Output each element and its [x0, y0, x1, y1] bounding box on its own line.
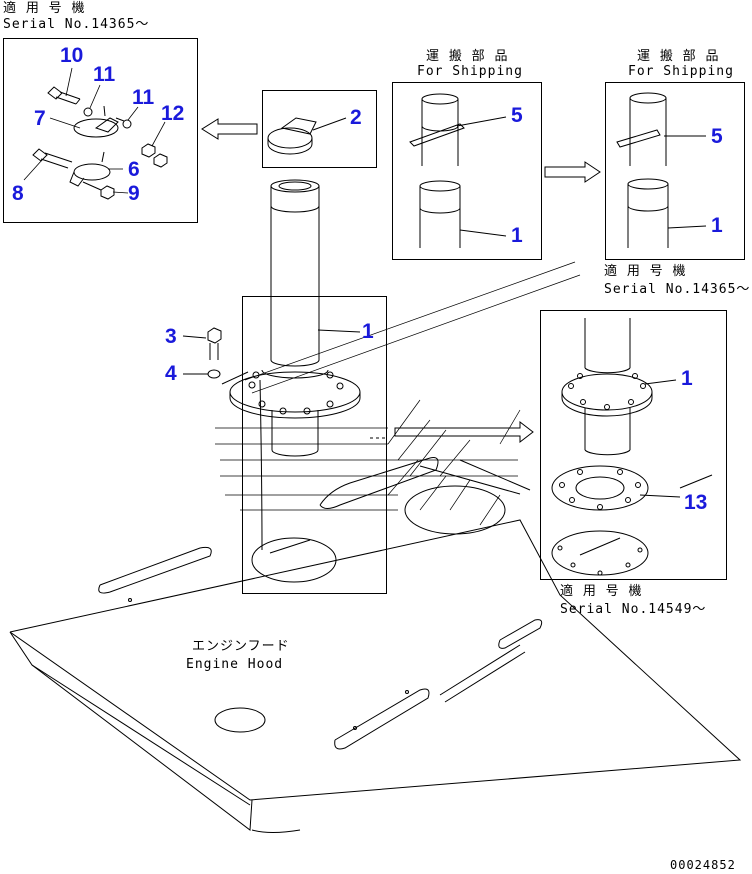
gasket-13: [551, 465, 713, 511]
hood-rails: [251, 379, 531, 583]
hatch-lines: [215, 261, 581, 526]
detail-box-cap-parts: [3, 38, 198, 223]
callout-11-upper: 11: [93, 63, 116, 86]
callout-4: 4: [165, 362, 177, 385]
shipping-pipe-upper-1: [409, 93, 507, 166]
detail-box-gasket: [540, 310, 727, 580]
callout-12: 12: [161, 102, 185, 125]
detail-pipe-flange: [561, 318, 677, 456]
exhaust-pipe-main: [229, 179, 361, 457]
arrow-right: [544, 161, 601, 183]
shipping-label-1: For Shipping: [417, 64, 523, 79]
callout-3: 3: [165, 325, 177, 348]
serial-label-jp-top-left: 適 用 号 機: [3, 1, 86, 16]
band-6: [69, 151, 111, 187]
shipping-pipe-upper-2: [616, 92, 706, 166]
callout-7: 7: [34, 107, 46, 130]
drawing-number: 00024852: [670, 858, 736, 872]
callout-6: 6: [128, 158, 140, 181]
shipping-label-2: For Shipping: [628, 64, 734, 79]
serial-label-bottom: Serial No.14549～: [560, 602, 707, 617]
hood-label-jp: エンジンフード: [192, 639, 290, 654]
cap-plate-7: [73, 105, 119, 138]
callout-1-main: 1: [362, 320, 374, 343]
engine-hood: [9, 519, 742, 833]
hood-label: Engine Hood: [186, 657, 284, 672]
shipping-pipe-lower-1: [419, 180, 507, 248]
callout-10: 10: [60, 44, 84, 67]
shipping-pipe-lower-2: [627, 178, 707, 248]
detail-box-exhaust-pipe: [242, 296, 387, 594]
serial-label-right: Serial No.14365～: [604, 282, 751, 297]
serial-label-jp-bottom: 適 用 号 機: [560, 584, 643, 599]
callout-1-shipping-left: 1: [511, 224, 523, 247]
detail-box-shipping-1: [392, 82, 542, 260]
shipping-label-jp-1: 運 搬 部 品: [426, 49, 509, 64]
callout-1-detail: 1: [681, 367, 693, 390]
nut-12: [141, 143, 168, 168]
detail-box-shipping-2: [605, 82, 745, 260]
callout-13: 13: [684, 491, 708, 514]
callout-5-left: 5: [511, 104, 523, 127]
arrow-to-detail: [370, 420, 534, 444]
nut-9: [82, 181, 115, 200]
washer-4: [183, 369, 249, 385]
arrow-left: [201, 118, 258, 140]
bolt-3: [182, 327, 222, 360]
callout-9: 9: [128, 182, 140, 205]
callout-1-shipping-right: 1: [711, 214, 723, 237]
callout-2: 2: [350, 106, 362, 129]
callout-8: 8: [12, 182, 24, 205]
shipping-label-jp-2: 運 搬 部 品: [637, 49, 720, 64]
serial-label-jp-right: 適 用 号 機: [604, 264, 687, 279]
detail-box-cap: [262, 90, 377, 168]
cap-2: [267, 117, 347, 155]
bolt-10: [47, 86, 81, 105]
washer-11: [83, 107, 93, 117]
washer-11b: [115, 117, 132, 129]
hood-hole-detail: [551, 530, 649, 576]
serial-label-top-left: Serial No.14365～: [3, 17, 150, 32]
bolt-8: [32, 148, 73, 169]
callout-5-right: 5: [711, 125, 723, 148]
callout-11-lower: 11: [132, 86, 155, 109]
